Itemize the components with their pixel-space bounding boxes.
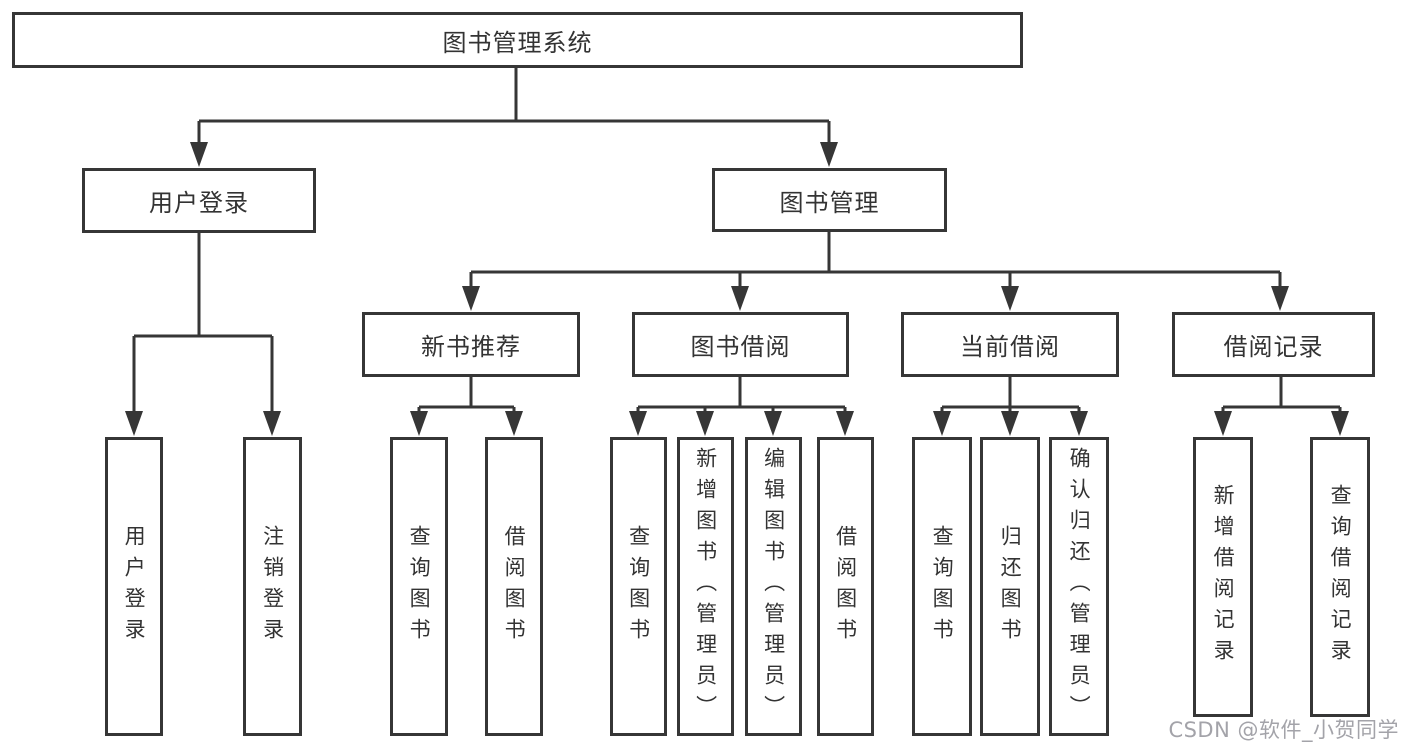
leaf-query-books-recommend: 查询图书 xyxy=(390,437,448,736)
leaf-add-borrow-record: 新增借阅记录 xyxy=(1193,437,1253,717)
node-new-book-recommendation-label: 新书推荐 xyxy=(421,333,521,361)
leaf-return-books: 归还图书 xyxy=(980,437,1040,736)
leaf-query-books-borrow: 查询图书 xyxy=(610,437,667,736)
leaf-logout: 注销登录 xyxy=(243,437,302,736)
leaf-confirm-return-admin-label: 确认归还（管理员） xyxy=(1067,447,1092,726)
node-new-book-recommendation: 新书推荐 xyxy=(362,312,580,377)
leaf-logout-label: 注销登录 xyxy=(260,524,285,649)
node-book-borrowing: 图书借阅 xyxy=(632,312,849,377)
node-root: 图书管理系统 xyxy=(12,12,1023,68)
node-user-login: 用户登录 xyxy=(82,168,316,233)
node-book-management-label: 图书管理 xyxy=(779,188,880,217)
leaf-add-borrow-record-label: 新增借阅记录 xyxy=(1211,484,1236,670)
leaf-edit-books-admin-label: 编辑图书（管理员） xyxy=(761,447,786,726)
arrowheads xyxy=(125,142,1349,436)
leaf-add-books-admin-label: 新增图书（管理员） xyxy=(693,447,718,726)
node-user-login-label: 用户登录 xyxy=(149,189,249,217)
leaf-user-login: 用户登录 xyxy=(105,437,163,736)
leaf-confirm-return-admin: 确认归还（管理员） xyxy=(1049,437,1109,736)
leaf-return-books-label: 归还图书 xyxy=(998,524,1023,649)
connector-lines xyxy=(132,68,1342,416)
node-borrowing-records-label: 借阅记录 xyxy=(1223,333,1324,361)
csdn-watermark: CSDN @软件_小贺同学 xyxy=(1168,718,1399,742)
leaf-query-books-current: 查询图书 xyxy=(912,437,972,736)
leaf-borrow-books-recommend-label: 借阅图书 xyxy=(502,524,527,649)
leaf-borrow-books-label: 借阅图书 xyxy=(833,524,858,649)
node-current-borrowing: 当前借阅 xyxy=(901,312,1119,377)
leaf-borrow-books-recommend: 借阅图书 xyxy=(485,437,543,736)
leaf-borrow-books: 借阅图书 xyxy=(817,437,874,736)
node-root-label: 图书管理系统 xyxy=(442,28,593,57)
leaf-query-books-current-label: 查询图书 xyxy=(930,524,955,649)
node-current-borrowing-label: 当前借阅 xyxy=(960,333,1060,361)
leaf-add-books-admin: 新增图书（管理员） xyxy=(677,437,734,736)
node-book-borrowing-label: 图书借阅 xyxy=(690,333,791,361)
node-book-management: 图书管理 xyxy=(712,168,947,232)
leaf-edit-books-admin: 编辑图书（管理员） xyxy=(745,437,802,736)
node-borrowing-records: 借阅记录 xyxy=(1172,312,1375,377)
leaf-query-borrow-record: 查询借阅记录 xyxy=(1310,437,1370,717)
leaf-user-login-label: 用户登录 xyxy=(122,524,147,649)
leaf-query-books-recommend-label: 查询图书 xyxy=(407,524,432,649)
leaf-query-books-borrow-label: 查询图书 xyxy=(626,524,651,649)
leaf-query-borrow-record-label: 查询借阅记录 xyxy=(1328,484,1353,670)
